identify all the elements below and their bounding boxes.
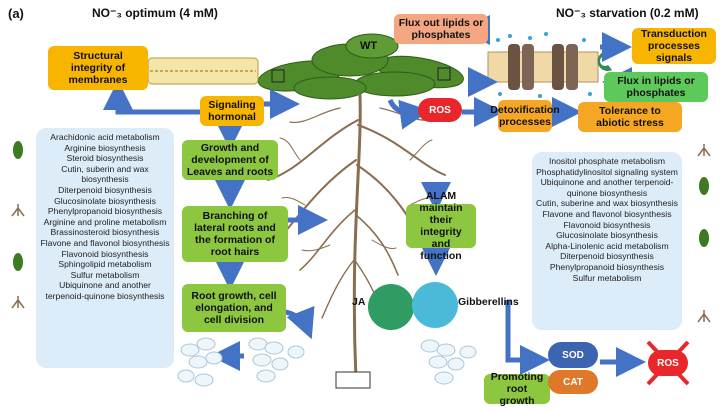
flux-out-box: Flux out lipids or phosphates: [394, 14, 488, 44]
root-tip-square: [335, 371, 371, 389]
gibberellin-receptor: [412, 282, 458, 328]
left-list-item: Phenylpropanoid biosynthesis: [47, 206, 163, 217]
right-list-item: Phenylpropanoid biosynthesis: [549, 261, 665, 272]
right-list-item: Ubiquinone and another terpenoid-quinone…: [540, 177, 674, 198]
membrane-bilayer-left: [147, 57, 259, 85]
tolerance-box: Tolerance to abiotic stress: [578, 102, 682, 132]
wt-label: WT: [360, 40, 378, 52]
left-list-item: Sphingolipid metabolism: [58, 259, 152, 270]
right-list-item: Cutin, suberine and wax biosynthesis: [536, 198, 678, 209]
left-list-item: Sulfur metabolism: [70, 269, 140, 280]
right-list-item: Alpha-Linolenic acid metabolism: [545, 240, 669, 251]
growth-development-box: Growth and development of Leaves and roo…: [182, 140, 278, 180]
root-cells: [177, 337, 477, 387]
ja-label: JA: [352, 296, 366, 308]
right-list-item: Flavonoid biosynthesis: [563, 219, 651, 230]
right-list-item: Flavone and flavonol biosynthesis: [542, 208, 672, 219]
structural-integrity-box: Structural integrity of membranes: [48, 46, 148, 90]
ros-badge: ROS: [418, 98, 462, 122]
root-growth-box: Root growth, cell elongation, and cell d…: [182, 284, 286, 332]
left-list-item: Flavone and flavonol biosynthesis: [40, 237, 170, 248]
left-list-item: Flavonoid biosynthesis: [61, 248, 149, 259]
rosette-leaves: [257, 33, 464, 100]
detoxification-box: Detoxification processes: [490, 100, 560, 132]
left-list-item: Arginine and proline metabolism: [43, 216, 167, 227]
left-list-item: Steroid biosynthesis: [66, 153, 144, 164]
left-list-item: Arachidonic acid metabolism: [50, 132, 160, 142]
root-icons-sides: [11, 144, 711, 323]
left-list-item: Cutin, suberin and wax biosynthesis: [61, 163, 149, 185]
zoom-square-left: [271, 69, 285, 83]
zoom-square-right: [437, 67, 451, 81]
branching-lateral-roots-box: Branching of lateral roots and the forma…: [182, 206, 288, 262]
panel-label: (a): [8, 6, 24, 21]
left-list-item: Ubiquinone and another terpenoid-quinone…: [45, 280, 165, 301]
left-list-item: Glucosinolate biosynthesis: [54, 195, 156, 206]
cat-enzyme: CAT: [548, 370, 598, 394]
right-list-item: Sulfur metabolism: [572, 272, 642, 283]
right-list-item: Diterpenoid biosynthesis: [560, 251, 654, 262]
sod-enzyme: SOD: [548, 342, 598, 368]
gibberellins-label: Gibberellins: [458, 296, 519, 308]
transduction-box: Transduction processes signals: [632, 28, 716, 64]
seedling-icons-right: [699, 177, 709, 247]
right-pathway-list: Inositol phosphate metabolism Phosphatid…: [532, 152, 682, 330]
header-nitrate-starvation: NO⁻₃ starvation (0.2 mM): [556, 6, 699, 20]
ja-receptor: [368, 284, 414, 330]
header-nitrate-optimum: NO⁻₃ optimum (4 mM): [92, 6, 218, 20]
membrane-channels-right: [487, 32, 612, 98]
seedling-icons-left: [13, 141, 23, 271]
right-list-item: Glucosinolate biosynthesis: [556, 230, 658, 241]
signaling-hormonal-box: Signaling hormonal: [200, 96, 264, 126]
right-list-item: Phosphatidylinositol signaling system: [536, 166, 678, 177]
left-list-item: Arginine biosynthesis: [64, 142, 146, 153]
left-list-item: Diterpenoid biosynthesis: [58, 184, 152, 195]
promoting-root-growth-box: Promoting root growth: [484, 371, 550, 407]
left-pathway-list: Arachidonic acid metabolism Arginine bio…: [36, 128, 174, 368]
ros-neutralized-badge: ROS: [648, 350, 688, 376]
right-list-item: Inositol phosphate metabolism: [548, 156, 666, 166]
flux-in-box: Flux in lipids or phosphates: [604, 72, 708, 102]
alam-box: ALAM maintain their integrity and functi…: [406, 190, 476, 262]
left-list-item: Brassinosteroid biosynthesis: [50, 227, 160, 238]
